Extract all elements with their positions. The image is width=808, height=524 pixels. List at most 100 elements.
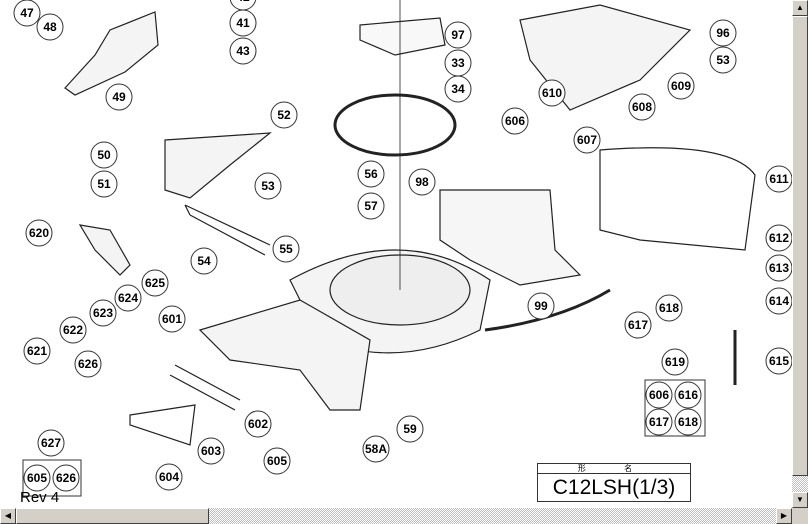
part-callout-605: 605: [263, 447, 291, 475]
part-number: 607: [577, 133, 597, 147]
part-number: 603: [201, 444, 221, 458]
callout-circle: [674, 381, 702, 409]
part-number: 614: [769, 294, 789, 308]
part-number: 55: [279, 242, 293, 256]
part-callout-50: 50: [90, 141, 118, 169]
part-number: 34: [451, 82, 465, 96]
part-number: 51: [97, 177, 111, 191]
part-callout-602: 602: [244, 410, 272, 438]
callout-circle: [270, 101, 298, 129]
part-callout-608: 608: [628, 93, 656, 121]
callout-circle: [37, 429, 65, 457]
part-callout-606: 606: [501, 107, 529, 135]
part-callout-97: 97: [444, 21, 472, 49]
part-callout-620: 620: [25, 219, 53, 247]
part-callout-49: 49: [105, 83, 133, 111]
part-callout-59: 59: [396, 415, 424, 443]
callout-circle: [254, 172, 282, 200]
holder-part: [519, 4, 692, 111]
part-number: 611: [769, 172, 789, 186]
callout-circle: [765, 224, 792, 252]
callout-circle: [444, 21, 472, 49]
callout-circle: [90, 141, 118, 169]
horizontal-scroll-thumb[interactable]: [16, 508, 209, 524]
scroll-right-button[interactable]: ▶: [776, 508, 792, 524]
callout-circle: [25, 219, 53, 247]
part-callout-618: 618: [655, 294, 683, 322]
callout-circle: [765, 347, 792, 375]
group-box: [644, 379, 706, 437]
arc-part: [484, 288, 611, 332]
callout-circle: [74, 350, 102, 378]
sub-fence-part: [599, 147, 756, 251]
callout-circle: [90, 170, 118, 198]
part-number: 99: [534, 299, 548, 313]
part-callout-606: 606: [645, 381, 673, 409]
callout-circle: [357, 160, 385, 188]
part-number: 610: [542, 86, 562, 100]
part-callout-51: 51: [90, 170, 118, 198]
part-callout-54: 54: [190, 247, 218, 275]
part-number: 53: [261, 179, 275, 193]
callout-circle: [674, 408, 702, 436]
vertical-scroll-thumb[interactable]: [792, 16, 808, 476]
part-number: 618: [659, 301, 679, 315]
callout-circle: [114, 284, 142, 312]
vertical-scrollbar[interactable]: ▲ ▼: [792, 0, 808, 508]
callout-circle: [501, 107, 529, 135]
callout-circle: [105, 83, 133, 111]
part-number: 617: [628, 318, 648, 332]
part-callout-41: 41: [229, 9, 257, 37]
part-number: 605: [267, 454, 287, 468]
part-number: 627: [41, 436, 61, 450]
part-number: 57: [364, 199, 378, 213]
callout-circle: [765, 254, 792, 282]
part-number: 619: [665, 355, 685, 369]
horizontal-scrollbar[interactable]: ◀ ▶: [0, 508, 792, 524]
part-callout-607: 607: [573, 126, 601, 154]
part-callout-619: 619: [661, 348, 689, 376]
callout-circle: [765, 165, 792, 193]
callout-circle: [655, 294, 683, 322]
callout-circle: [645, 408, 673, 436]
callout-circle: [272, 235, 300, 263]
fence-bracket-part: [164, 132, 272, 199]
part-callout-603: 603: [197, 437, 225, 465]
model-number: C12LSH(1/3): [552, 476, 676, 499]
part-callout-616: 616: [674, 381, 702, 409]
part-callout-98: 98: [408, 168, 436, 196]
part-callout-58A: 58A: [362, 435, 390, 463]
part-callout-33: 33: [444, 49, 472, 77]
part-number: 608: [632, 100, 652, 114]
part-callout-623: 623: [89, 299, 117, 327]
part-number: 615: [769, 354, 789, 368]
part-number: 616: [678, 388, 698, 402]
part-callout-625: 625: [141, 269, 169, 297]
callout-circle: [624, 311, 652, 339]
part-callout-609: 609: [667, 72, 695, 100]
callout-circle: [263, 447, 291, 475]
rail-part: [169, 364, 241, 411]
scroll-down-button[interactable]: ▼: [792, 492, 808, 508]
part-callout-53: 53: [709, 46, 737, 74]
scroll-up-button[interactable]: ▲: [792, 0, 808, 16]
part-callout-604: 604: [155, 463, 183, 491]
clamp-part: [78, 224, 131, 276]
callout-circle: [396, 415, 424, 443]
callout-circle: [538, 79, 566, 107]
scroll-left-button[interactable]: ◀: [0, 508, 16, 524]
callout-circle: [141, 269, 169, 297]
part-number: 49: [112, 90, 126, 104]
part-callout-34: 34: [444, 75, 472, 103]
callout-circle: [408, 168, 436, 196]
part-number: 97: [451, 28, 465, 42]
callout-circle: [244, 410, 272, 438]
part-number: 96: [716, 26, 730, 40]
callout-circle: [23, 337, 51, 365]
callout-circle: [229, 37, 257, 65]
callout-circle: [52, 464, 80, 492]
part-number: 47: [20, 6, 34, 20]
part-callout-626: 626: [74, 350, 102, 378]
part-number: 59: [403, 422, 417, 436]
callout-circle: [661, 348, 689, 376]
